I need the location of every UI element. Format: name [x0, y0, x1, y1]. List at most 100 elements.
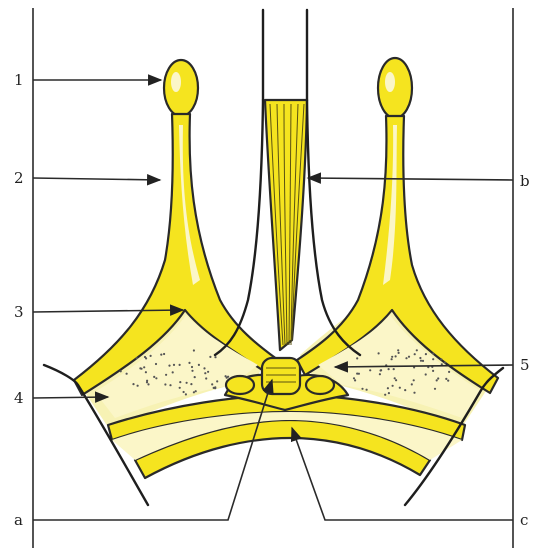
stipple-dot: [186, 382, 188, 384]
stipple-dot: [179, 387, 181, 389]
stipple-dot: [139, 367, 141, 369]
stipple-dot: [143, 366, 145, 368]
leader-b: [308, 178, 513, 180]
nub-left: [226, 376, 254, 394]
stipple-dot: [384, 394, 386, 396]
label-3: 3: [14, 303, 24, 321]
stipple-dot: [398, 352, 400, 354]
stipple-dot: [413, 392, 415, 394]
stipple-dot: [150, 355, 152, 357]
stipple-dot: [169, 384, 171, 386]
stipple-dot: [414, 353, 416, 355]
knob-right: [378, 58, 412, 118]
stipple-dot: [356, 357, 358, 359]
label-2: 2: [14, 169, 24, 187]
stipple-dot: [425, 353, 427, 355]
label-4: 4: [14, 389, 24, 407]
stipple-dot: [145, 371, 147, 373]
stipple-dot: [388, 392, 390, 394]
stipple-dot: [432, 370, 434, 372]
central-tube: [263, 10, 307, 100]
stipple-dot: [420, 360, 422, 362]
stipple-dot: [353, 377, 355, 379]
label-1: 1: [14, 71, 24, 89]
stipple-dot: [173, 364, 175, 366]
central-cup: [262, 358, 300, 394]
knob-left-highlight: [171, 72, 181, 92]
stipple-dot: [393, 368, 395, 370]
stipple-dot: [163, 353, 165, 355]
label-5: 5: [520, 356, 530, 374]
stipple-dot: [227, 376, 229, 378]
stipple-dot: [191, 370, 193, 372]
stipple-dot: [437, 377, 439, 379]
stipple-dot: [354, 379, 356, 381]
stipple-dot: [422, 360, 424, 362]
stipple-dot: [126, 373, 128, 375]
stipple-dot: [404, 389, 406, 391]
stipple-dot: [440, 358, 442, 360]
stipple-dot: [408, 356, 410, 358]
stipple-dot: [195, 390, 197, 392]
stipple-dot: [379, 373, 381, 375]
label-c: c: [520, 511, 528, 529]
stipple-dot: [448, 371, 450, 373]
stipple-dot: [172, 371, 174, 373]
stipple-dot: [436, 379, 438, 381]
stipple-dot: [168, 365, 170, 367]
stipple-dot: [447, 380, 449, 382]
stipple-dot: [445, 378, 447, 380]
stipple-dot: [183, 391, 185, 393]
stipple-dot: [399, 387, 401, 389]
stipple-dot: [391, 358, 393, 360]
stipple-dot: [387, 387, 389, 389]
stipple-dot: [411, 383, 413, 385]
stipple-dot: [190, 383, 192, 385]
stipple-dot: [380, 369, 382, 371]
stipple-dot: [132, 383, 134, 385]
stipple-dot: [388, 368, 390, 370]
stipple-dot: [216, 380, 218, 382]
stipple-dot: [366, 389, 368, 391]
stipple-dot: [413, 379, 415, 381]
stipple-dot: [147, 383, 149, 385]
stipple-dot: [137, 385, 139, 387]
stipple-dot: [369, 369, 371, 371]
knob-right-highlight: [385, 72, 395, 92]
stipple-dot: [204, 372, 206, 374]
leader-2: [33, 178, 160, 180]
stipple-dot: [361, 388, 363, 390]
stipple-dot: [395, 379, 397, 381]
stipple-dot: [432, 353, 434, 355]
label-a: a: [14, 511, 23, 529]
stipple-dot: [392, 385, 394, 387]
stipple-dot: [136, 357, 138, 359]
stipple-dot: [179, 364, 181, 366]
stipple-dot: [394, 377, 396, 379]
stipple-dot: [434, 388, 436, 390]
stipple-dot: [153, 376, 155, 378]
stipple-dot: [425, 373, 427, 375]
stipple-dot: [155, 363, 157, 365]
stipple-dot: [209, 356, 211, 358]
stipple-dot: [214, 356, 216, 358]
stipple-dot: [214, 386, 216, 388]
leader-4: [33, 397, 108, 398]
stipple-dot: [179, 381, 181, 383]
stipple-dot: [194, 376, 196, 378]
stipple-dot: [203, 367, 205, 369]
stipple-dot: [205, 377, 207, 379]
stipple-dot: [378, 352, 380, 354]
label-b: b: [520, 172, 530, 190]
stipple-dot: [444, 361, 446, 363]
stipple-dot: [211, 383, 213, 385]
knob-left: [164, 60, 198, 116]
stipple-dot: [419, 357, 421, 359]
stipple-dot: [191, 366, 193, 368]
stipple-dot: [120, 370, 122, 372]
stipple-dot: [185, 393, 187, 395]
nub-right: [306, 376, 334, 394]
stipple-dot: [416, 349, 418, 351]
stipple-dot: [160, 354, 162, 356]
